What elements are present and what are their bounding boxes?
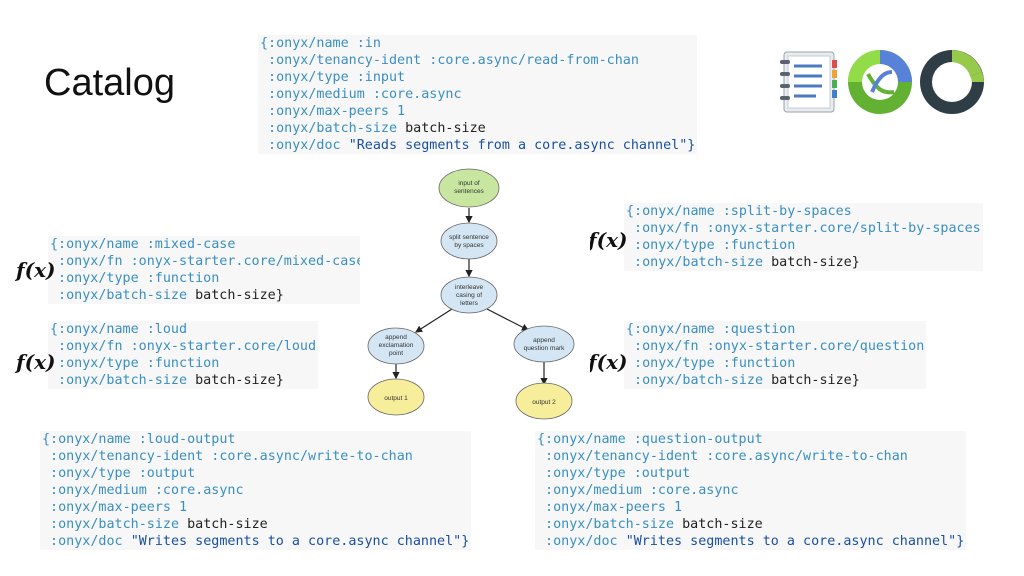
node-append-question: append question mark	[513, 325, 575, 363]
code-line: {:onyx/name :loud-output	[42, 432, 236, 447]
code-line: :onyx/type :output	[42, 466, 196, 481]
clojurescript-logo-icon	[920, 50, 984, 114]
address-book-icon	[780, 51, 837, 113]
svg-text:append: append	[533, 337, 555, 344]
code-line: :onyx/batch-size batch-size}	[50, 373, 284, 388]
code-line: {:onyx/name :split-by-spaces	[626, 204, 852, 219]
code-block-split-by-spaces: {:onyx/name :split-by-spaces :onyx/fn :o…	[624, 203, 983, 271]
code-line: :onyx/type :function	[626, 238, 796, 253]
code-line: :onyx/doc "Reads segments from a core.as…	[260, 138, 696, 153]
code-line: {:onyx/name :in	[260, 36, 381, 51]
page-title: Catalog	[44, 62, 175, 104]
svg-text:interleave: interleave	[455, 284, 484, 291]
node-input: input of sentences	[438, 168, 500, 208]
node-append-exclamation: append exclamation point	[367, 327, 425, 365]
code-line: :onyx/tenancy-ident :core.async/write-to…	[537, 449, 908, 464]
code-line: :onyx/batch-size batch-size}	[50, 288, 284, 303]
svg-text:by spaces: by spaces	[454, 242, 484, 249]
svg-text:exclamation: exclamation	[379, 342, 414, 349]
function-icon: f(x)	[588, 228, 628, 252]
svg-text:point: point	[389, 350, 403, 357]
code-line: :onyx/medium :core.async	[537, 483, 739, 498]
code-line: :onyx/medium :core.async	[42, 483, 244, 498]
code-line: :onyx/max-peers 1	[260, 104, 406, 119]
code-line: :onyx/batch-size batch-size	[42, 517, 268, 532]
svg-text:input of: input of	[458, 180, 480, 187]
code-line: :onyx/batch-size batch-size}	[626, 373, 860, 388]
code-line: :onyx/fn :onyx-starter.core/split-by-spa…	[626, 221, 981, 236]
node-split: split sentence by spaces	[440, 222, 498, 260]
svg-text:letters: letters	[460, 300, 478, 307]
code-line: {:onyx/name :loud	[50, 322, 188, 337]
svg-text:question mark: question mark	[524, 345, 566, 352]
code-line: :onyx/batch-size batch-size}	[626, 255, 860, 270]
function-icon: f(x)	[16, 350, 56, 374]
code-line: :onyx/max-peers 1	[42, 500, 188, 515]
code-block-question: {:onyx/name :question :onyx/fn :onyx-sta…	[624, 321, 927, 389]
code-line: :onyx/batch-size batch-size	[537, 517, 763, 532]
code-line: :onyx/type :input	[260, 70, 406, 85]
code-line: :onyx/fn :onyx-starter.core/question	[626, 339, 925, 354]
code-line: :onyx/type :output	[537, 466, 691, 481]
code-line: :onyx/tenancy-ident :core.async/write-to…	[42, 449, 413, 464]
workflow-diagram: input of sentences split sentence by spa…	[360, 168, 590, 420]
clojure-logo-icon	[848, 50, 912, 114]
node-output-1: output 1	[367, 378, 425, 416]
code-line: :onyx/batch-size batch-size	[260, 121, 486, 136]
svg-text:output 2: output 2	[532, 399, 556, 406]
code-line: :onyx/max-peers 1	[537, 500, 683, 515]
code-line: {:onyx/name :question	[626, 322, 796, 337]
code-line: :onyx/type :function	[626, 356, 796, 371]
node-interleave: interleave casing of letters	[440, 276, 498, 314]
svg-text:append: append	[385, 334, 407, 341]
code-line: :onyx/type :function	[50, 271, 220, 286]
node-output-2: output 2	[515, 382, 573, 420]
code-block-loud: {:onyx/name :loud :onyx/fn :onyx-starter…	[48, 321, 319, 389]
code-line: :onyx/fn :onyx-starter.core/loud	[50, 339, 317, 354]
code-line: :onyx/doc "Writes segments to a core.asy…	[537, 534, 965, 549]
code-block-loud-output: {:onyx/name :loud-output :onyx/tenancy-i…	[40, 431, 472, 550]
code-line: :onyx/medium :core.async	[260, 87, 462, 102]
code-block-in: {:onyx/name :in :onyx/tenancy-ident :cor…	[258, 35, 698, 154]
function-icon: f(x)	[588, 350, 628, 374]
code-block-mixed-case: {:onyx/name :mixed-case :onyx/fn :onyx-s…	[48, 236, 367, 304]
code-line: {:onyx/name :mixed-case	[50, 237, 236, 252]
code-line: :onyx/type :function	[50, 356, 220, 371]
code-block-question-output: {:onyx/name :question-output :onyx/tenan…	[535, 431, 967, 550]
code-line: :onyx/tenancy-ident :core.async/read-fro…	[260, 53, 639, 68]
svg-text:split sentence: split sentence	[449, 234, 489, 241]
svg-text:sentences: sentences	[454, 188, 484, 195]
function-icon: f(x)	[16, 258, 56, 282]
code-line: {:onyx/name :question-output	[537, 432, 763, 447]
svg-text:output 1: output 1	[384, 395, 408, 402]
code-line: :onyx/fn :onyx-starter.core/mixed-case	[50, 254, 365, 269]
code-line: :onyx/doc "Writes segments to a core.asy…	[42, 534, 470, 549]
svg-text:casing of: casing of	[456, 292, 482, 299]
